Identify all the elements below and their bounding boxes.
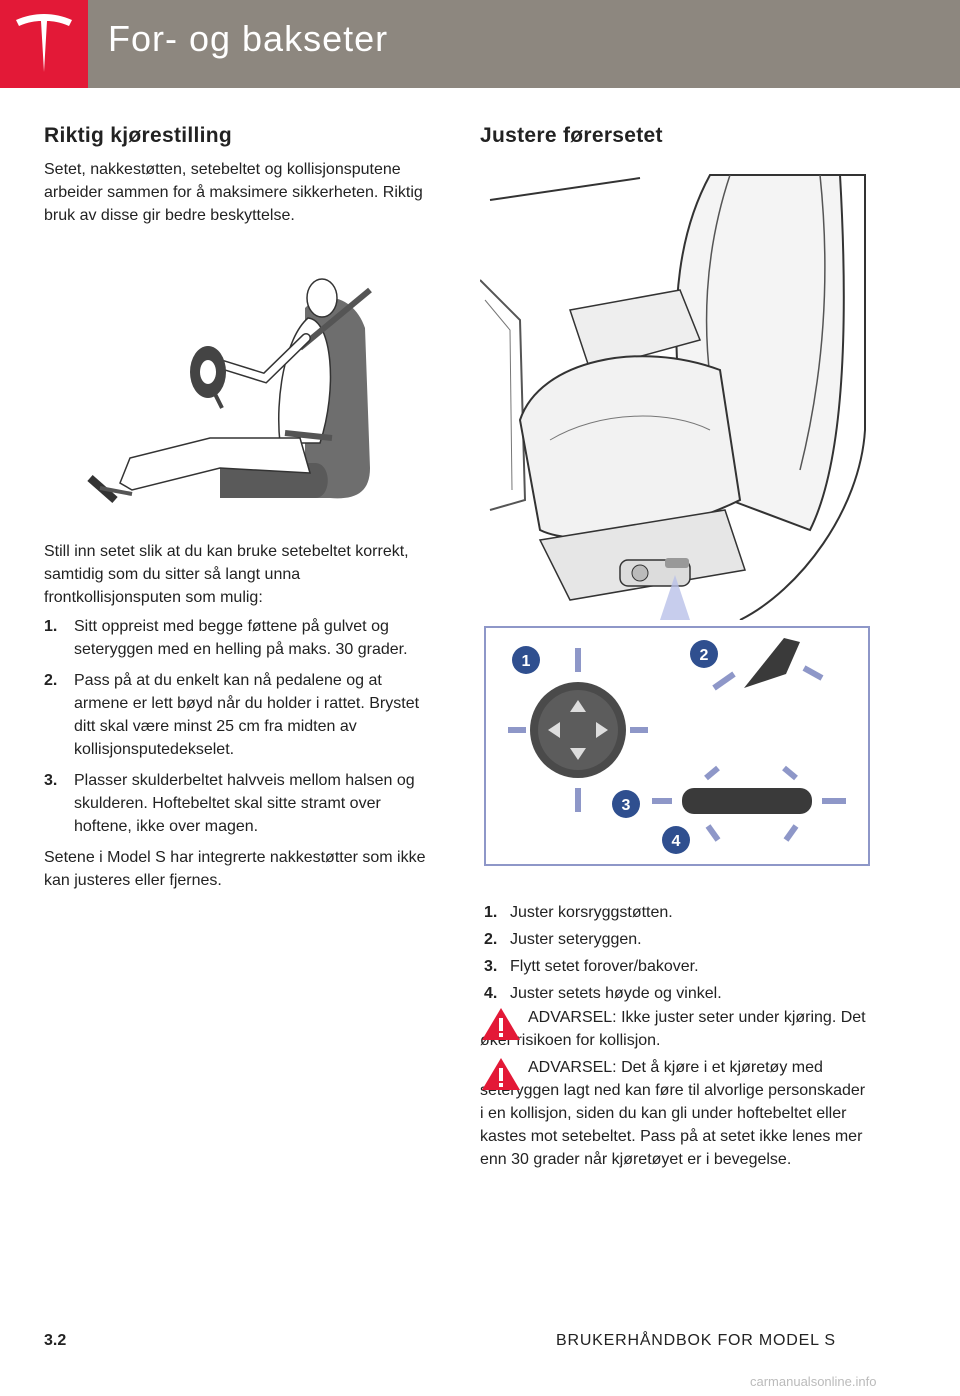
list-item: 3. Flytt setet forover/bakover. xyxy=(484,954,874,979)
step-text: Juster korsryggstøtten. xyxy=(510,904,673,921)
warning-text: ADVARSEL: Ikke juster seter under kjørin… xyxy=(480,1009,866,1049)
step-text: Sitt oppreist med begge føttene på gulve… xyxy=(74,618,408,658)
callout-4: 4 xyxy=(672,833,681,850)
step-number: 1. xyxy=(44,618,58,635)
step-text: Juster seteryggen. xyxy=(510,931,642,948)
tesla-logo-icon xyxy=(0,0,88,88)
warning-triangle-icon xyxy=(482,1058,520,1090)
watermark: carmanualsonline.info xyxy=(750,1374,877,1389)
step-text: Juster setets høyde og vinkel. xyxy=(510,985,722,1002)
step-number: 3. xyxy=(484,958,498,975)
page-number: 3.2 xyxy=(44,1332,67,1349)
seat-controls-callout-panel: 1 2 3 4 xyxy=(484,626,870,866)
list-item: 3. Plasser skulderbeltet halvveis mellom … xyxy=(44,769,436,838)
step-number: 2. xyxy=(484,931,498,948)
step-number: 3. xyxy=(44,772,58,789)
callout-1: 1 xyxy=(522,653,531,670)
step-text: Pass på at du enkelt kan nå pedalene og … xyxy=(74,672,420,758)
list-item: 1. Sitt oppreist med begge føttene på gul… xyxy=(44,615,436,661)
list-item: 2. Juster seteryggen. xyxy=(484,927,874,952)
driver-seat-illustration xyxy=(479,170,868,621)
page-title: For- og bakseter xyxy=(108,18,389,59)
headrest-note: Setene i Model S har integrerte nakkestø… xyxy=(44,849,426,889)
warning-box: ADVARSEL: Det å kjøre i et kjøretøy med … xyxy=(480,1056,872,1171)
list-item: 1. Juster korsryggstøtten. xyxy=(484,900,874,925)
step-number: 2. xyxy=(44,672,58,689)
instructions-lead: Still inn setet slik at du kan bruke set… xyxy=(44,543,409,606)
seat-adjust-steps: 1. Juster korsryggstøtten. 2. Juster seter… xyxy=(484,894,874,1008)
step-text: Flytt setet forover/bakover. xyxy=(510,958,699,975)
callout-3: 3 xyxy=(622,797,631,814)
warning-text: ADVARSEL: Det å kjøre i et kjøretøy med … xyxy=(480,1059,866,1168)
step-number: 4. xyxy=(484,985,498,1002)
seat-adjust-instructions: Still inn setet slik at du kan bruke set… xyxy=(44,540,436,892)
header-bar: For- og bakseter xyxy=(0,0,960,88)
step-text: Plasser skulderbeltet halvveis mellom ha… xyxy=(74,772,415,835)
callout-2: 2 xyxy=(700,647,709,664)
warning-box: ADVARSEL: Ikke juster seter under kjørin… xyxy=(480,1006,872,1052)
section-heading-driving-position: Riktig kjørestilling xyxy=(44,124,233,147)
manual-title: BRUKERHÅNDBOK FOR MODEL S xyxy=(556,1332,836,1349)
list-item: 4. Juster setets høyde og vinkel. xyxy=(484,981,874,1006)
warning-triangle-icon xyxy=(482,1008,520,1040)
step-number: 1. xyxy=(484,904,498,921)
section-heading-adjust-driver-seat: Justere førersetet xyxy=(480,124,663,147)
intro-paragraph: Setet, nakkestøtten, setebeltet og kolli… xyxy=(44,161,423,224)
adjust-steps-list: 1. Juster korsryggstøtten. 2. Juster seter… xyxy=(484,900,874,1006)
seated-driver-illustration xyxy=(70,268,420,508)
position-steps-list: 1. Sitt oppreist med begge føttene på gul… xyxy=(44,615,436,838)
list-item: 2. Pass på at du enkelt kan nå pedalene o… xyxy=(44,669,436,761)
